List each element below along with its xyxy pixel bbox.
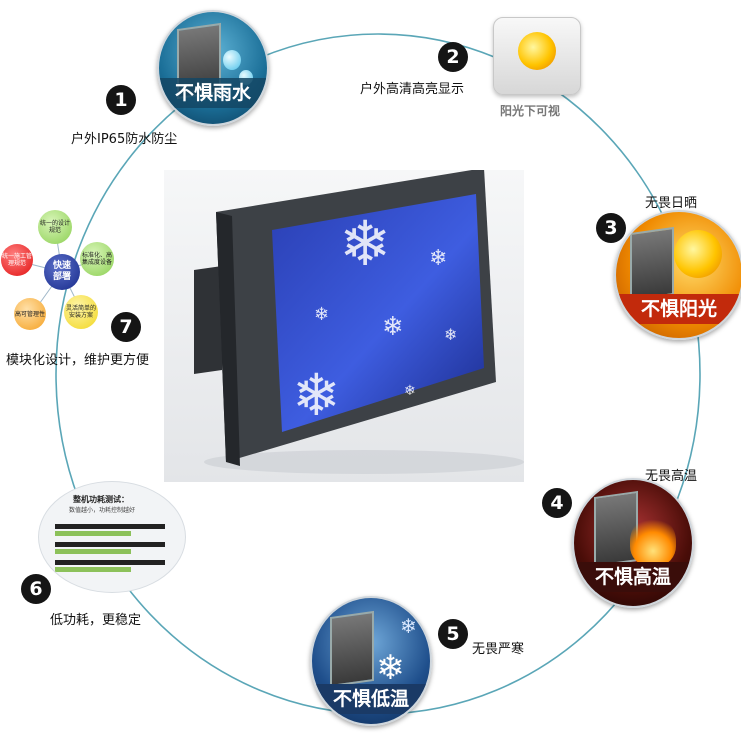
power-bar [55, 542, 165, 547]
flame-icon [630, 516, 676, 566]
water-drop-icon [223, 50, 241, 70]
feature-number-6: 6 [21, 574, 51, 604]
coldproof-label: 不惧低温 [312, 684, 430, 714]
feature-caption-5: 无畏严寒 [472, 642, 525, 657]
feature-caption-6: 低功耗，更稳定 [50, 613, 142, 628]
snowflake-icon: ❄ [376, 648, 405, 688]
outdoor-display-illustration: ❄ ❄ ❄ ❄ ❄ ❄ ❄ [194, 168, 524, 474]
sunproof-label: 不惧阳光 [616, 294, 741, 324]
feature-caption-3: 无畏日晒 [645, 196, 698, 211]
snowflake-icon: ❄ [292, 361, 341, 429]
sun-icon [518, 32, 556, 70]
product-image: ❄ ❄ ❄ ❄ ❄ ❄ ❄ [164, 168, 524, 482]
modular-node: 统一的设计规范 [38, 210, 72, 244]
feature-caption-2: 户外高清高亮显示 [360, 82, 465, 97]
power-bar [55, 549, 131, 554]
snowflake-icon: ❄ [404, 383, 416, 399]
heatproof-badge: 不惧高温 [572, 478, 694, 608]
snowflake-icon: ❄ [400, 614, 417, 638]
modular-node: 标准化、高集成度设备 [80, 242, 114, 276]
feature-number-1: 1 [106, 85, 136, 115]
modular-node: 灵活简单的安装方案 [64, 295, 98, 329]
power-test-title: 整机功耗测试： [73, 495, 129, 504]
rainproof-label: 不惧雨水 [159, 78, 267, 108]
feature-number-4: 4 [542, 488, 572, 518]
feature-number-3: 3 [596, 213, 626, 243]
sun-icon [674, 230, 722, 278]
modular-center: 快速部署 [44, 254, 80, 290]
feature-number-5: 5 [438, 619, 468, 649]
snowflake-icon: ❄ [444, 325, 457, 344]
snowflake-icon: ❄ [339, 207, 391, 280]
modular-node: 统一施工管理规范 [1, 244, 33, 276]
feature-number-7: 7 [111, 312, 141, 342]
sunlight-visible-label: 阳光下可视 [500, 104, 561, 118]
power-bar [55, 524, 165, 529]
feature-caption-1: 户外IP65防水防尘 [71, 132, 178, 147]
feature-caption-4: 无畏高温 [645, 469, 698, 484]
power-bar [55, 567, 131, 572]
snowflake-icon: ❄ [429, 246, 447, 271]
power-test-subtitle: 数值越小，功耗控制越好 [69, 507, 136, 514]
modular-node: 高可管理性 [14, 298, 46, 330]
modular-diagram: 统一的设计规范 标准化、高集成度设备 灵活简单的安装方案 高可管理性 统一施工管… [0, 206, 125, 334]
feature-caption-7: 模块化设计，维护更方便 [6, 353, 150, 368]
power-bar [55, 560, 165, 565]
sunproof-badge: 不惧阳光 [614, 210, 741, 340]
power-test-chart: 整机功耗测试： 数值越小，功耗控制越好 [38, 481, 186, 593]
heatproof-label: 不惧高温 [574, 562, 692, 592]
power-bar [55, 531, 131, 536]
snowflake-icon: ❄ [382, 312, 404, 342]
rainproof-badge: 不惧雨水 [157, 10, 269, 126]
coldproof-badge: ❄ ❄ 不惧低温 [310, 596, 432, 726]
sunlight-visible-badge [493, 17, 581, 95]
feature-number-2: 2 [438, 42, 468, 72]
snowflake-icon: ❄ [314, 304, 329, 325]
